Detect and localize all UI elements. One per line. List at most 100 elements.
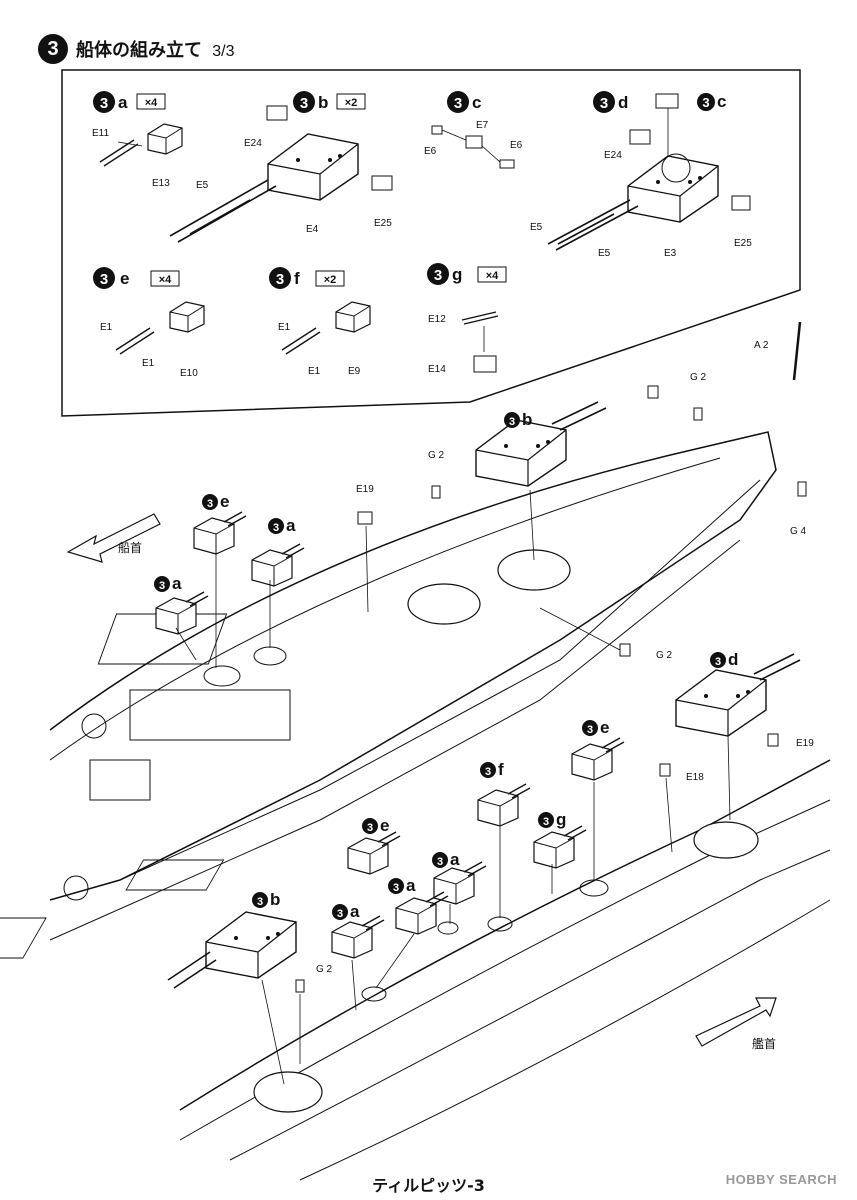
subassembly-3g: 3 g ×4 E12 E14 (427, 263, 507, 375)
turret-3e-icon (347, 831, 401, 875)
svg-text:3: 3 (715, 656, 721, 668)
part-label: E18 (686, 772, 704, 783)
badge-number: 3 (600, 95, 608, 112)
turret-part (147, 123, 183, 155)
part-label: E5 (196, 180, 209, 191)
multiplier: ×4 (486, 270, 499, 282)
part-label: E11 (92, 128, 109, 139)
step-title-text: 船体の組み立て (76, 40, 202, 61)
part-label: G 2 (316, 964, 333, 975)
svg-text:a: a (406, 876, 416, 895)
svg-text:3: 3 (273, 522, 279, 534)
turret-3b-bow (475, 419, 567, 487)
part-label: E25 (374, 218, 392, 229)
svg-text:3: 3 (509, 416, 515, 428)
barrel-parts (115, 327, 155, 355)
multiplier: ×2 (324, 274, 337, 286)
part-label: E24 (604, 150, 622, 161)
subassembly-letter: f (294, 269, 300, 288)
badge-number: 3 (454, 95, 462, 112)
turret-3a-icon (331, 915, 385, 959)
watermark: HOBBY SEARCH (726, 1172, 837, 1187)
svg-text:3: 3 (257, 896, 263, 908)
step-badge-3a (93, 91, 115, 113)
svg-text:3: 3 (159, 580, 165, 592)
part-label: E19 (796, 738, 814, 749)
svg-text:3: 3 (367, 822, 373, 834)
subassembly-letter: b (318, 93, 328, 112)
svg-text:3: 3 (337, 908, 343, 920)
subassembly-3f: 3 f ×2 E1 E1 E9 (269, 267, 371, 377)
turret-part (169, 301, 205, 333)
turret-3a-icon (251, 543, 305, 587)
svg-text:e: e (380, 816, 389, 835)
svg-text:f: f (498, 760, 504, 779)
part-label: E1 (278, 322, 291, 333)
turret-3a-icon (433, 861, 487, 905)
watermark-text: HOBBY SEARCH (725, 1172, 837, 1187)
bow-direction-arrow: 船首 (66, 513, 161, 563)
svg-text:a: a (350, 902, 360, 921)
turret-3d (675, 669, 767, 737)
part-label: E1 (100, 322, 113, 333)
subassembly-frame (61, 69, 801, 417)
svg-text:3: 3 (587, 724, 593, 736)
part-label: G 4 (790, 526, 807, 537)
direction-label: 艦首 (752, 1037, 776, 1051)
svg-text:a: a (286, 516, 296, 535)
badge-number: 3 (100, 271, 108, 288)
subassembly-3d: 3 d 3 c E24 E5 E5 E3 E25 (530, 91, 752, 259)
part-label: E5 (598, 248, 611, 259)
subassembly-letter: c (472, 93, 481, 112)
svg-text:b: b (522, 410, 532, 429)
subassembly-letter: e (120, 269, 129, 288)
subassembly-3b: 3 b ×2 E24 E5 E4 E25 (169, 91, 393, 243)
part-label: E4 (306, 224, 319, 235)
turret-part (335, 301, 371, 333)
part-label: E14 (428, 364, 446, 375)
part-label: E24 (244, 138, 262, 149)
footer-title: ティルピッツ-3 (372, 1176, 485, 1195)
subassembly-letter: d (618, 93, 628, 112)
part-label: E1 (142, 358, 155, 369)
subassembly-3c: 3 c E7 E6 E6 (424, 91, 523, 169)
part-label: E5 (530, 222, 543, 233)
bow-right-direction-arrow: 艦首 (695, 997, 777, 1051)
svg-text:d: d (728, 650, 738, 669)
step-fraction: 3/3 (212, 43, 235, 60)
svg-text:3: 3 (207, 498, 213, 510)
svg-text:e: e (600, 718, 609, 737)
subassembly-3a: 3 a ×4 E11 E13 (92, 91, 183, 189)
svg-text:3: 3 (393, 882, 399, 894)
part-label: E19 (356, 484, 374, 495)
svg-text:a: a (172, 574, 182, 593)
svg-text:b: b (270, 890, 280, 909)
multiplier: ×2 (345, 97, 358, 109)
badge-number: 3 (100, 95, 108, 112)
step-number-badge: 3 (38, 34, 68, 64)
part-label: E6 (510, 140, 523, 151)
barrel-parts (99, 139, 139, 167)
subassembly-letter: g (452, 265, 462, 284)
badge-number: 3 (276, 271, 284, 288)
part-label: G 2 (428, 450, 445, 461)
part-label: E12 (428, 314, 446, 325)
turret-3b-stern (205, 911, 297, 979)
svg-text:3: 3 (543, 816, 549, 828)
svg-text:c: c (717, 92, 726, 111)
badge-number: 3 (434, 267, 442, 284)
part-label: E7 (476, 120, 489, 131)
